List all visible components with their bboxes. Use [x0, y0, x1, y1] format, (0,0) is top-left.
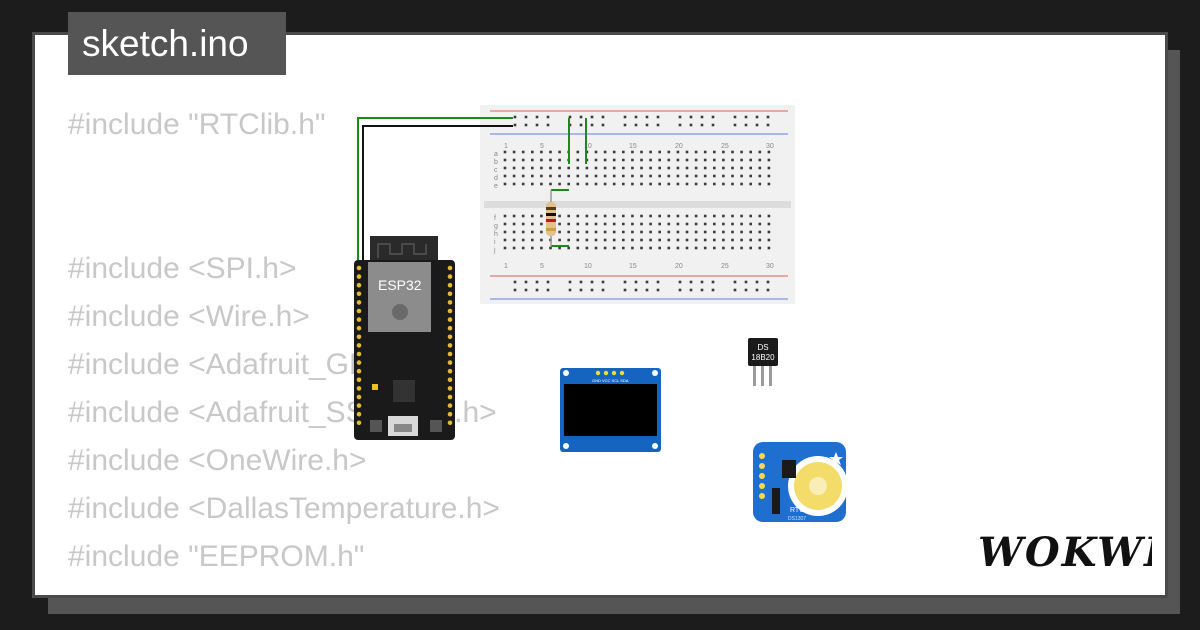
bb-col-label: 15 — [629, 263, 637, 270]
bb-col-label: 10 — [584, 143, 592, 150]
bb-col-label: 5 — [540, 143, 544, 150]
esp32-board[interactable]: ESP32 — [354, 236, 455, 440]
bb-row-label: e — [494, 183, 498, 190]
bb-row-label: j — [493, 247, 496, 254]
svg-text:WOKWI: WOKWI — [978, 529, 1152, 576]
code-line: #include <DallasTemperature.h> — [68, 492, 500, 525]
bb-col-label: 30 — [766, 143, 774, 150]
bb-row-label: h — [494, 231, 498, 238]
ds18b20-label-2: 18B20 — [751, 353, 775, 362]
code-line: #include <Wire.h> — [68, 300, 310, 333]
bb-row-label: d — [494, 175, 498, 182]
esp32-label: ESP32 — [378, 277, 422, 293]
breadboard[interactable]: 1 5 10 15 20 25 30 1 5 10 15 20 25 30 a … — [480, 105, 795, 304]
oled-pin-labels: GND VCC SCL SDA — [592, 378, 629, 383]
code-line: #include "EEPROM.h" — [68, 540, 365, 573]
bb-row-label: i — [494, 239, 496, 246]
bb-col-label: 10 — [584, 263, 592, 270]
wokwi-logo: WOKWI — [978, 529, 1152, 576]
sketch-title-tab[interactable]: sketch.ino — [68, 12, 286, 75]
rtc-label: RTC — [790, 507, 804, 514]
bb-row-label: a — [494, 151, 498, 158]
bb-col-label: 25 — [721, 263, 729, 270]
code-line: #include "RTClib.h" — [68, 108, 326, 141]
code-line: #include <SPI.h> — [68, 252, 297, 285]
wires — [357, 117, 587, 262]
code-line: #include <OneWire.h> — [68, 444, 367, 477]
bb-col-label: 30 — [766, 263, 774, 270]
rtc-model: DS1307 — [788, 516, 806, 522]
bb-row-label: b — [494, 159, 498, 166]
bb-col-label: 1 — [504, 143, 508, 150]
resistor[interactable] — [546, 190, 556, 246]
rtc-module[interactable]: RTC DS1307 — [753, 442, 848, 522]
bb-row-label: f — [494, 215, 496, 222]
bb-col-label: 1 — [504, 263, 508, 270]
bb-col-label: 5 — [540, 263, 544, 270]
oled-display[interactable]: GND VCC SCL SDA — [560, 368, 661, 452]
bb-col-label: 20 — [675, 263, 683, 270]
bb-col-label: 20 — [675, 143, 683, 150]
bb-col-label: 15 — [629, 143, 637, 150]
bb-row-label: g — [494, 223, 498, 230]
bb-col-label: 25 — [721, 143, 729, 150]
ds18b20-sensor[interactable]: DS 18B20 — [748, 338, 778, 386]
bb-row-label: c — [494, 167, 498, 174]
ds18b20-label-1: DS — [757, 343, 768, 352]
